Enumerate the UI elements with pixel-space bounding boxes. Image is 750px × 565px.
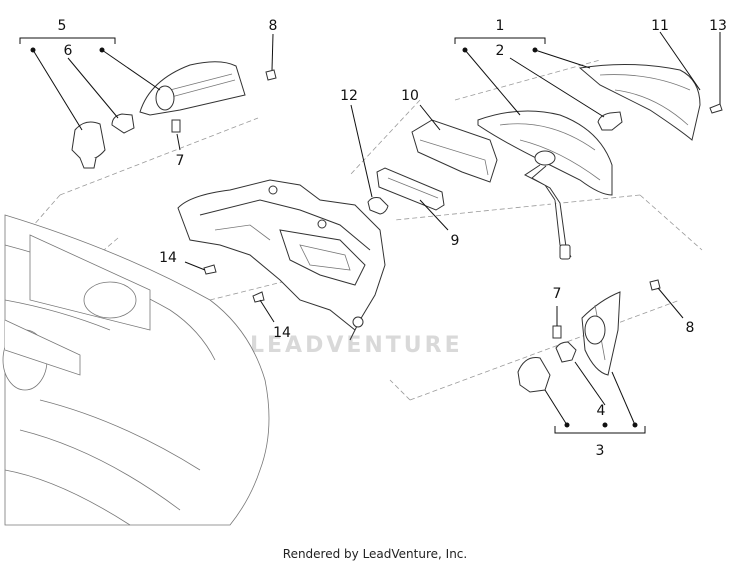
group-bracket-3 — [554, 422, 646, 434]
callout-5: 5 — [58, 18, 67, 34]
part-6-bulb — [111, 113, 135, 134]
part-1-tail-light-assembly — [477, 110, 613, 260]
callout-8-left: 8 — [269, 18, 278, 34]
callout-11: 11 — [651, 18, 669, 34]
footer-credit: Rendered by LeadVenture, Inc. — [283, 547, 467, 561]
part-14-screw-a — [203, 264, 217, 275]
part-7-clip-right — [552, 325, 562, 339]
tail-light-housing — [177, 179, 386, 341]
part-8-screw-left — [265, 69, 277, 81]
callout-14-b: 14 — [273, 325, 291, 341]
right-turn-signal-lens — [581, 291, 621, 376]
left-bulb-socket — [71, 121, 106, 169]
callout-14-a: 14 — [159, 250, 177, 266]
part-11-lens-cover — [578, 63, 701, 141]
leader-lines — [32, 31, 721, 426]
callout-4: 4 — [597, 403, 606, 419]
callout-7-left: 7 — [176, 153, 185, 169]
callout-13: 13 — [709, 18, 727, 34]
callout-7-right: 7 — [553, 286, 562, 302]
callout-3: 3 — [596, 443, 605, 459]
watermark-text: LEADVENTURE — [250, 333, 463, 358]
callout-8-right: 8 — [686, 320, 695, 336]
part-8-screw-right — [649, 279, 661, 291]
callout-9: 9 — [451, 233, 460, 249]
scooter-rear-body — [2, 214, 270, 526]
callout-1: 1 — [496, 18, 505, 34]
callout-12: 12 — [340, 88, 358, 104]
part-4-bulb — [555, 341, 577, 363]
part-9-reflector — [376, 167, 445, 211]
part-13-screw — [709, 103, 723, 114]
part-10-lens-frame — [411, 119, 498, 183]
part-2-bulb — [597, 111, 623, 131]
left-turn-signal-lens — [139, 61, 246, 116]
right-bulb-socket — [517, 357, 551, 393]
part-7-clip-left — [171, 119, 181, 133]
part-12-bulb — [367, 197, 389, 215]
callout-10: 10 — [401, 88, 419, 104]
callout-6: 6 — [64, 43, 73, 59]
callout-2: 2 — [496, 43, 505, 59]
part-14-screw-b — [252, 291, 265, 303]
